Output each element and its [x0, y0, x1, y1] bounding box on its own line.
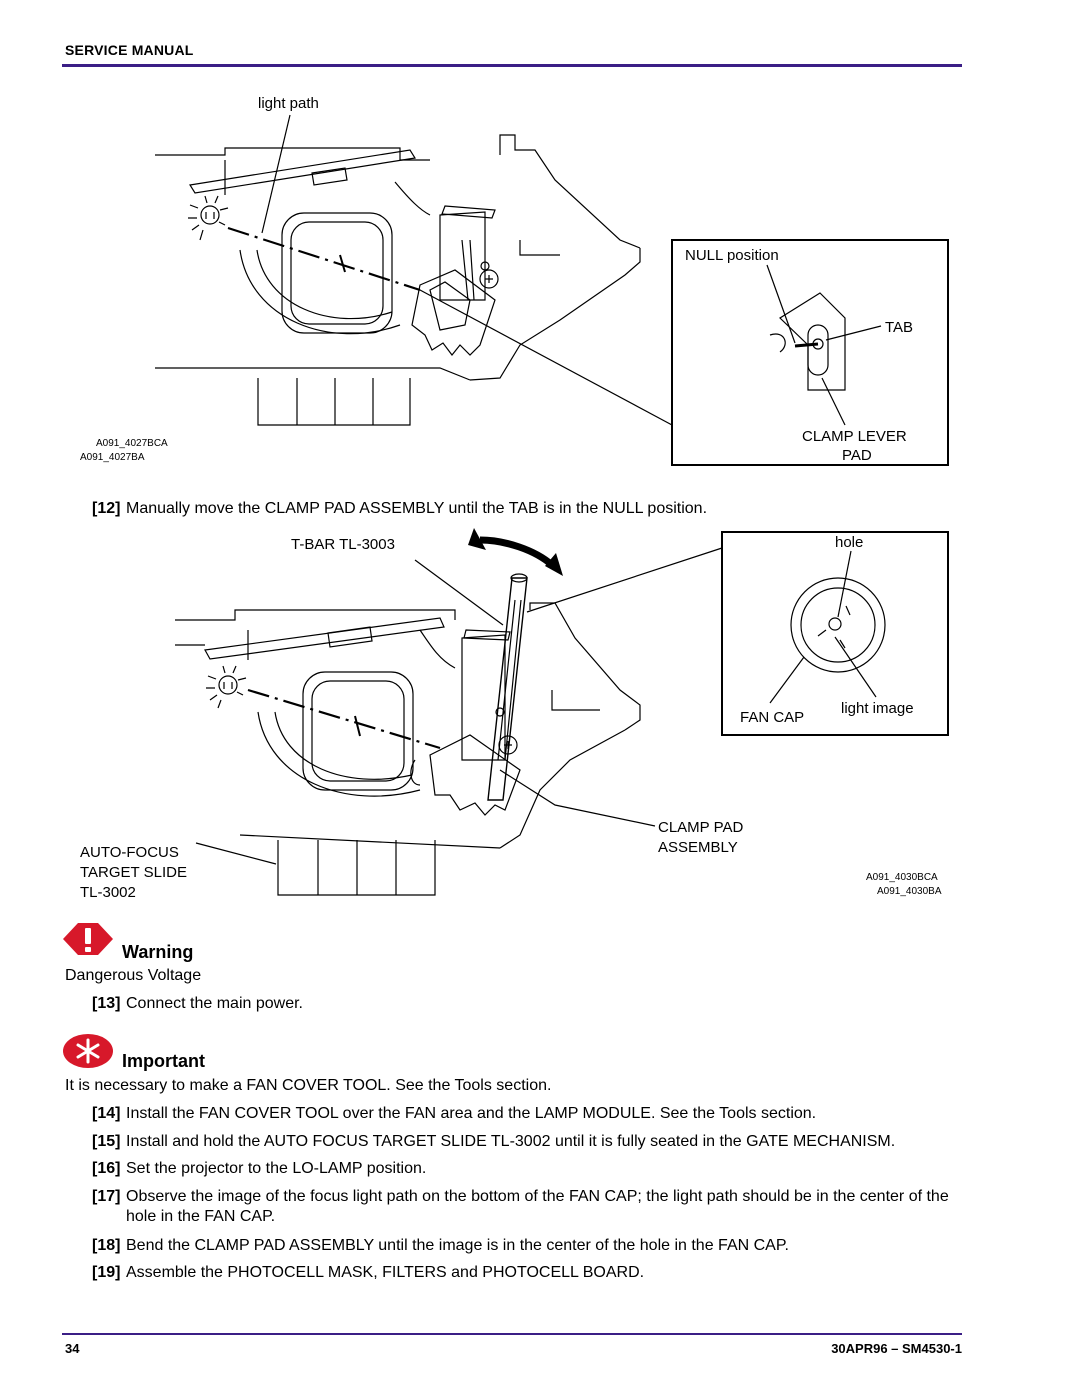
step-text: Manually move the CLAMP PAD ASSEMBLY unt… [126, 500, 708, 517]
step-13: [13] Connect the main power. [92, 994, 972, 1014]
figure-2-drawing [175, 528, 949, 896]
warning-text: Dangerous Voltage [65, 967, 202, 984]
target-slide-label: TARGET SLIDE [80, 864, 187, 881]
step-number: [14] [92, 1105, 121, 1122]
step-number: [13] [92, 995, 121, 1012]
step-text: Set the projector to the LO-LAMP positio… [126, 1160, 427, 1177]
figure-2-code-bca: A091_4030BCA [866, 872, 938, 883]
hole-label: hole [835, 534, 864, 551]
footer-rule [62, 1333, 962, 1335]
important-text: It is necessary to make a FAN COVER TOOL… [65, 1077, 552, 1094]
step-16: [16] Set the projector to the LO-LAMP po… [92, 1159, 972, 1179]
step-text: Observe the image of the focus light pat… [126, 1188, 949, 1225]
warning-title: Warning [122, 942, 194, 962]
null-position-label: NULL position [685, 247, 779, 264]
clamp-pad-label: CLAMP PAD [658, 819, 744, 836]
important-title: Important [122, 1051, 205, 1071]
header-rule [62, 64, 962, 67]
running-header: SERVICE MANUAL [65, 42, 194, 58]
fan-cap-label: FAN CAP [740, 709, 805, 726]
clamp-lever-label: CLAMP LEVER [802, 428, 907, 445]
clamp-pad-assembly-label: ASSEMBLY [658, 839, 738, 856]
warning-icon [63, 923, 113, 955]
light-path-label: light path [258, 95, 319, 112]
clamp-lever-pad-label: PAD [842, 447, 872, 464]
step-number: [17] [92, 1188, 121, 1205]
step-number: [18] [92, 1237, 121, 1254]
step-number: [19] [92, 1264, 121, 1281]
tab-label: TAB [885, 319, 914, 336]
figure-2-code-ba: A091_4030BA [877, 886, 942, 897]
document-id: 30APR96 – SM4530-1 [831, 1341, 962, 1356]
page-number: 34 [65, 1341, 80, 1356]
step-12: [12] Manually move the CLAMP PAD ASSEMBL… [92, 499, 972, 519]
t-bar-label: T-BAR TL-3003 [291, 536, 395, 553]
step-15: [15] Install and hold the AUTO FOCUS TAR… [92, 1132, 972, 1152]
step-text: Bend the CLAMP PAD ASSEMBLY until the im… [126, 1237, 789, 1254]
light-image-label: light image [841, 700, 914, 717]
step-text: Assemble the PHOTOCELL MASK, FILTERS and… [126, 1264, 645, 1281]
step-text: Install the FAN COVER TOOL over the FAN … [126, 1105, 817, 1122]
step-number: [12] [92, 500, 121, 517]
figure-1-drawing [155, 114, 949, 466]
important-icon [63, 1034, 113, 1068]
step-text: Install and hold the AUTO FOCUS TARGET S… [126, 1133, 896, 1150]
figure-1-code-bca: A091_4027BCA [96, 438, 168, 449]
step-19: [19] Assemble the PHOTOCELL MASK, FILTER… [92, 1263, 972, 1283]
step-14: [14] Install the FAN COVER TOOL over the… [92, 1104, 972, 1124]
step-18: [18] Bend the CLAMP PAD ASSEMBLY until t… [92, 1236, 972, 1256]
step-number: [15] [92, 1133, 121, 1150]
step-text: Connect the main power. [126, 995, 303, 1012]
tl-3002-label: TL-3002 [80, 884, 136, 901]
auto-focus-label: AUTO-FOCUS [80, 844, 179, 861]
step-number: [16] [92, 1160, 121, 1177]
figure-1-code-ba: A091_4027BA [80, 452, 145, 463]
step-17: [17] Observe the image of the focus ligh… [92, 1187, 972, 1227]
